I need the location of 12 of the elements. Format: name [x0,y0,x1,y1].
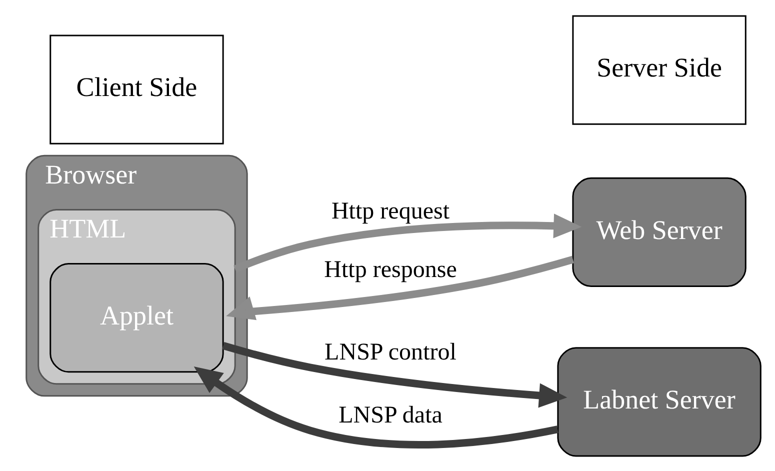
edge-label: Http request [331,198,450,224]
node-box: Applet [50,262,224,372]
node-box: Client Side [50,34,224,144]
node-box: Web Server [572,176,746,287]
arrow [226,255,574,320]
arrow [194,366,558,448]
edge-label: LNSP data [338,402,442,428]
node-box: Server Side [572,14,746,124]
arrow [234,213,582,272]
edge-label: LNSP control [324,339,456,366]
node-box: Labnet Server [557,346,762,456]
edge-label: Http response [324,256,457,282]
